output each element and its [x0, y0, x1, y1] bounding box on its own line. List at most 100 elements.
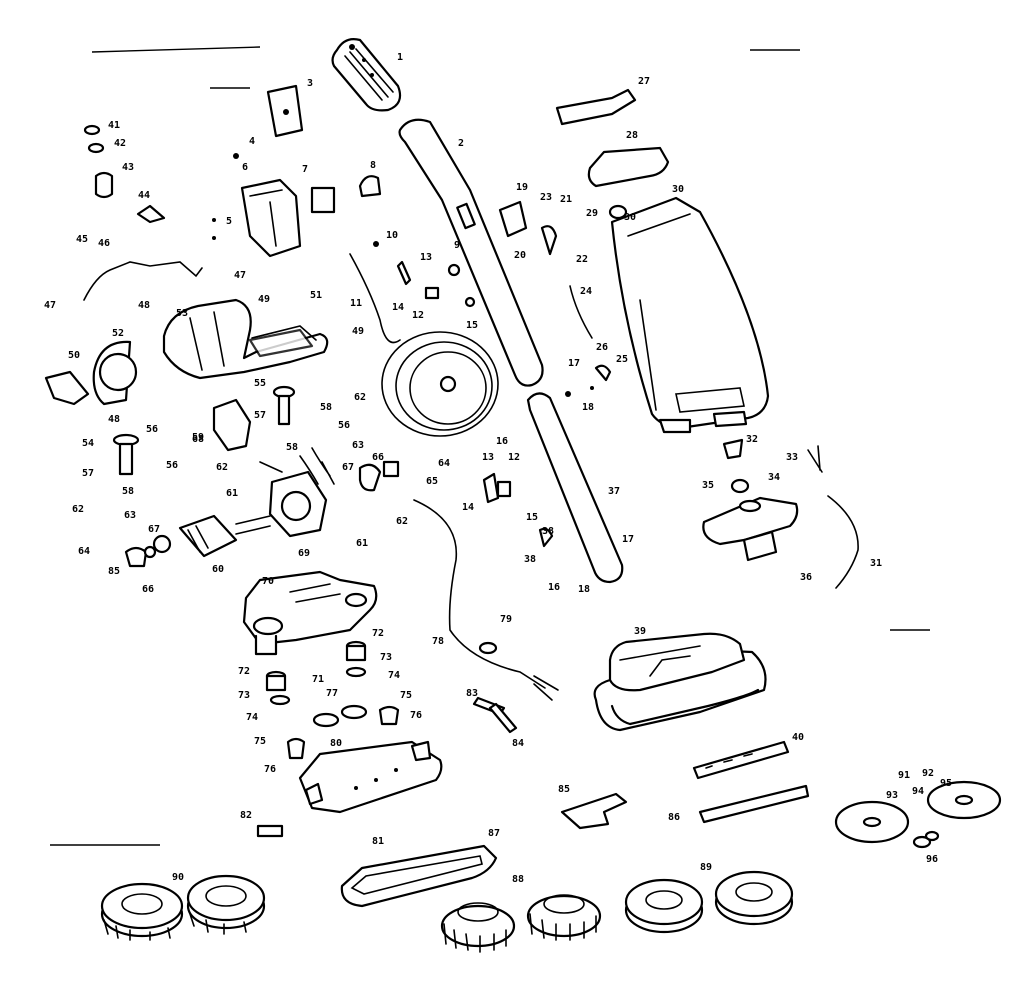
label-43: 43 — [122, 162, 134, 173]
small-plate-82 — [256, 824, 284, 838]
post-54 — [112, 433, 140, 476]
label-75b: 75 — [254, 736, 266, 747]
gear-housing — [242, 570, 378, 656]
small-washer-42 — [87, 142, 105, 154]
label-50: 50 — [68, 350, 80, 361]
label-7: 7 — [302, 164, 308, 175]
label-38: 38 — [524, 554, 536, 565]
label-62c: 62 — [72, 504, 84, 515]
label-29: 29 — [586, 208, 598, 219]
label-82: 82 — [240, 810, 252, 821]
small-hardware — [124, 153, 823, 734]
label-27: 27 — [638, 76, 650, 87]
small-washer-41 — [83, 124, 101, 136]
label-1: 1 — [397, 52, 403, 63]
label-14b: 14 — [462, 502, 474, 513]
label-32: 32 — [746, 434, 758, 445]
label-18: 18 — [582, 402, 594, 413]
label-70: 70 — [262, 576, 274, 587]
label-62d: 62 — [396, 516, 408, 527]
label-33: 33 — [786, 452, 798, 463]
label-16b: 16 — [548, 582, 560, 593]
wire-bracket — [83, 261, 203, 301]
label-18b: 18 — [578, 584, 590, 595]
power-cord-coil — [349, 253, 499, 437]
gear-77 — [312, 704, 368, 728]
label-19: 19 — [516, 182, 528, 193]
fan-cover — [92, 340, 138, 406]
label-74a: 74 — [388, 670, 400, 681]
label-91: 91 — [898, 770, 910, 781]
label-26: 26 — [596, 342, 608, 353]
label-20: 20 — [514, 250, 526, 261]
callout-labels: 1 2 3 4 5 6 7 8 9 10 11 12 13 14 15 16 1… — [44, 52, 952, 885]
label-24: 24 — [580, 286, 592, 297]
label-60: 60 — [212, 564, 224, 575]
bearing-72-right — [345, 640, 367, 662]
label-57a: 57 — [82, 468, 94, 479]
label-61b: 61 — [356, 538, 368, 549]
label-54: 54 — [82, 438, 94, 449]
label-92: 92 — [922, 768, 934, 779]
label-31: 31 — [870, 558, 882, 569]
base-body — [593, 632, 767, 732]
label-47a: 47 — [234, 270, 246, 281]
label-55: 55 — [254, 378, 266, 389]
label-83: 83 — [466, 688, 478, 699]
border-rules — [50, 46, 930, 846]
label-42: 42 — [114, 138, 126, 149]
label-74b: 74 — [246, 712, 258, 723]
switch-bracket — [240, 178, 302, 258]
label-23: 23 — [540, 192, 552, 203]
label-41: 41 — [108, 120, 120, 131]
label-30b: 30 — [624, 212, 636, 223]
label-13b: 13 — [482, 452, 494, 463]
nut-96 — [912, 830, 940, 849]
label-77: 77 — [326, 688, 338, 699]
label-56c: 56 — [338, 420, 350, 431]
lower-cord — [413, 499, 559, 701]
label-72b: 72 — [238, 666, 250, 677]
bearing-72-left — [265, 670, 287, 692]
label-39: 39 — [634, 626, 646, 637]
label-58b: 58 — [320, 402, 332, 413]
label-95: 95 — [940, 778, 952, 789]
bumper — [340, 844, 498, 908]
label-13: 13 — [420, 252, 432, 263]
label-53: 53 — [176, 308, 188, 319]
label-12b: 12 — [508, 452, 520, 463]
label-78: 78 — [432, 636, 444, 647]
label-34: 34 — [768, 472, 780, 483]
label-71: 71 — [312, 674, 324, 685]
brush-pair-90 — [100, 874, 266, 941]
label-51: 51 — [310, 290, 322, 301]
label-44: 44 — [138, 190, 150, 201]
handle-grip — [331, 38, 402, 112]
label-62a: 62 — [354, 392, 366, 403]
label-63b: 63 — [352, 440, 364, 451]
label-59: 59 — [192, 432, 204, 443]
cable-31 — [827, 495, 859, 589]
trim-strip-86 — [698, 784, 810, 824]
label-11: 11 — [350, 298, 362, 309]
label-66b: 66 — [372, 452, 384, 463]
label-81: 81 — [372, 836, 384, 847]
label-36: 36 — [800, 572, 812, 583]
label-79: 79 — [500, 614, 512, 625]
label-38b: 38 — [542, 526, 554, 537]
label-96: 96 — [926, 854, 938, 865]
knob — [358, 175, 382, 198]
label-80: 80 — [330, 738, 342, 749]
label-37: 37 — [608, 486, 620, 497]
top-strip — [555, 88, 637, 126]
label-76a: 76 — [410, 710, 422, 721]
bracket-50 — [44, 370, 90, 406]
label-17: 17 — [568, 358, 580, 369]
label-61a: 61 — [226, 488, 238, 499]
label-28: 28 — [626, 130, 638, 141]
label-35: 35 — [702, 480, 714, 491]
label-15: 15 — [466, 320, 478, 331]
bracket-85 — [560, 792, 628, 830]
label-58c: 58 — [286, 442, 298, 453]
motor-housing — [162, 298, 329, 380]
